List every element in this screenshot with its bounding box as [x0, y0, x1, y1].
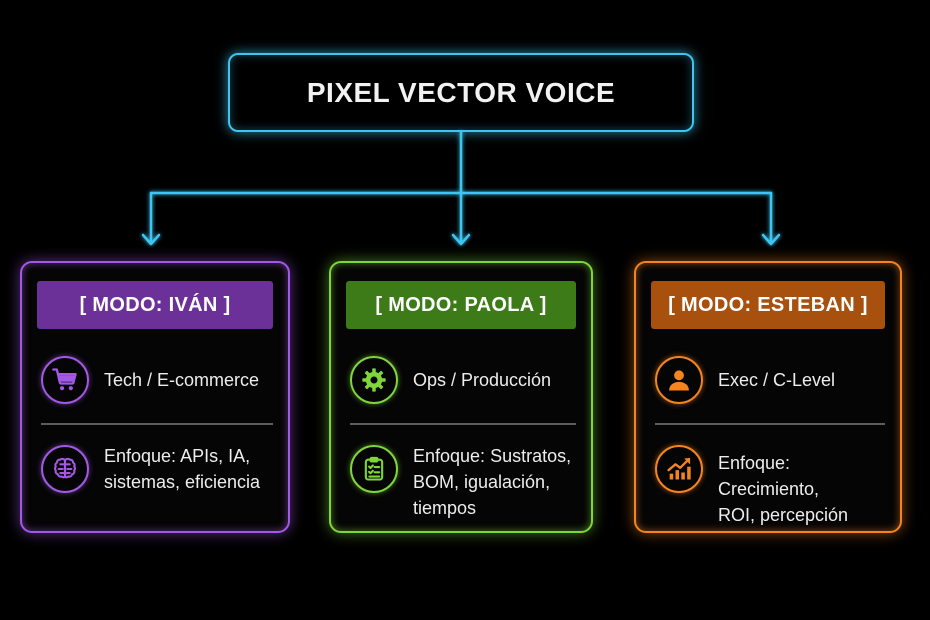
card-divider — [41, 423, 273, 425]
mode-header-label: [ MODO: ESTEBAN ] — [668, 293, 868, 316]
arrowhead-ivan — [141, 233, 161, 246]
mode-card-paola: [ MODO: PAOLA ] Ops / Producción — [329, 261, 593, 533]
root-node: PIXEL VECTOR VOICE — [228, 53, 694, 132]
brain-icon — [41, 445, 89, 493]
focus-text-paola: Enfoque: Sustratos, BOM, igualación, tie… — [413, 446, 572, 518]
card-divider — [655, 423, 885, 425]
growth-chart-icon — [655, 445, 703, 493]
arrowhead-paola — [451, 233, 471, 246]
mode-header-esteban: [ MODO: ESTEBAN ] — [651, 281, 885, 329]
mode-header-label: [ MODO: IVÁN ] — [79, 293, 231, 316]
mode-header-label: [ MODO: PAOLA ] — [375, 293, 547, 316]
mode-card-ivan: [ MODO: IVÁN ] Tech / E-commerce Enfoque… — [20, 261, 290, 533]
mode-header-ivan: [ MODO: IVÁN ] — [37, 281, 273, 329]
person-icon — [655, 356, 703, 404]
card-divider — [350, 423, 576, 425]
sector-text-paola: Ops / Producción — [413, 370, 552, 390]
diagram-title: PIXEL VECTOR VOICE — [306, 76, 616, 108]
mode-header-paola: [ MODO: PAOLA ] — [346, 281, 576, 329]
arrowhead-esteban — [761, 233, 781, 246]
sector-text-esteban: Exec / C-Level — [718, 370, 836, 390]
clipboard-checklist-icon — [350, 445, 398, 493]
mode-card-esteban: [ MODO: ESTEBAN ] Exec / C-Level Enfoque… — [634, 261, 902, 533]
focus-text-ivan: Enfoque: APIs, IA, sistemas, eficiencia — [104, 446, 261, 492]
sector-text-ivan: Tech / E-commerce — [104, 370, 260, 390]
shopping-cart-icon — [41, 356, 89, 404]
focus-text-esteban: Enfoque: Crecimiento, ROI, percepción — [718, 453, 849, 525]
gear-icon — [350, 356, 398, 404]
